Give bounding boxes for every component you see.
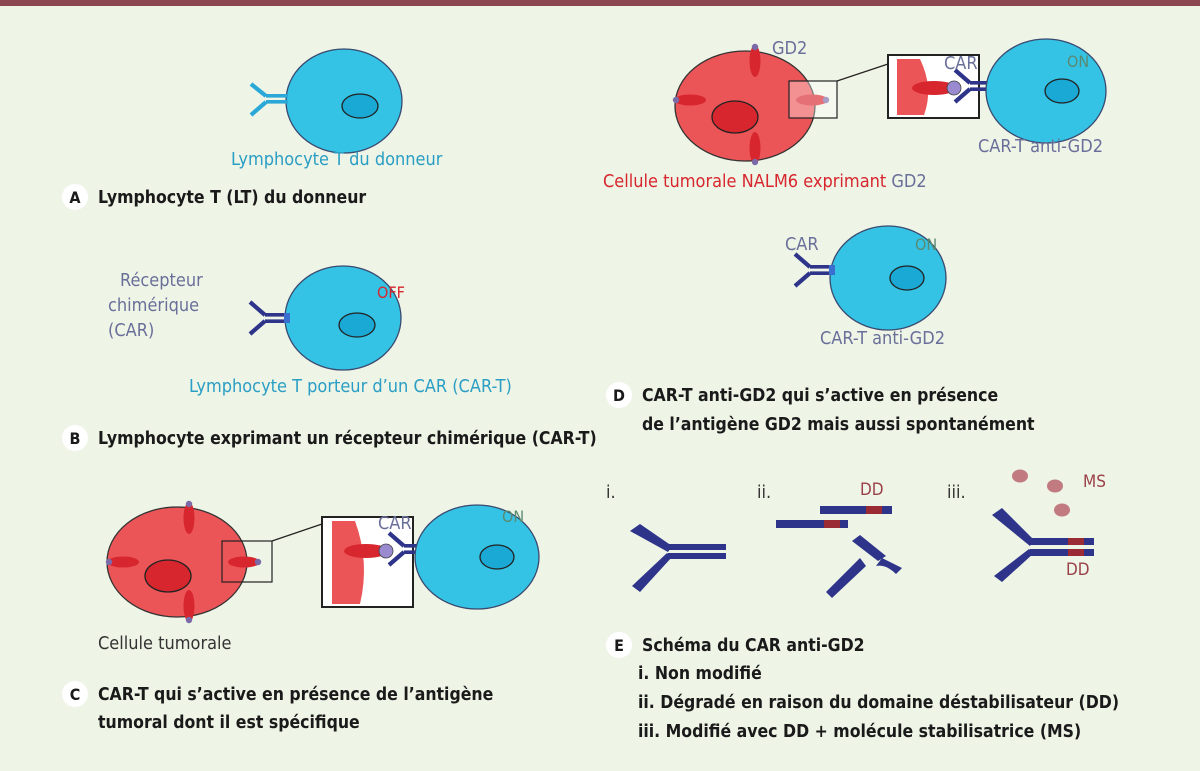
antigen-right: [228, 556, 262, 568]
panel-e-item-i: i. Non modifié: [638, 664, 762, 684]
car-t-cell-on: [414, 504, 540, 610]
svg-text:D: D: [613, 386, 625, 405]
on-state-label-d: ON: [1067, 52, 1089, 71]
svg-text:A: A: [69, 188, 81, 207]
on-state-label-d2: ON: [915, 235, 937, 254]
car-label-d2: CAR: [785, 234, 819, 255]
car-degraded-icon: [776, 506, 902, 598]
antigen-top: [183, 500, 195, 534]
panel-b: Récepteur chimérique (CAR) OFF Lymphocyt…: [62, 265, 597, 451]
panel-c-badge: C: [62, 681, 88, 707]
svg-text:E: E: [614, 636, 624, 655]
panel-e-item-ii: ii. Dégradé en raison du domaine déstabi…: [638, 693, 1119, 713]
roman-iii: iii.: [947, 482, 966, 503]
spontaneous-car-t-cell: [829, 225, 947, 331]
roman-i: i.: [606, 482, 616, 503]
tumor-cell-label: Cellule tumorale: [98, 633, 232, 654]
off-state-label: OFF: [377, 283, 405, 302]
zoom-inset: [321, 516, 429, 608]
tumor-cell: [106, 506, 248, 618]
panel-e-badge: E: [606, 632, 632, 658]
car-receptor-icon-d2: [795, 254, 835, 286]
zoom-car-label: CAR: [378, 513, 412, 534]
svg-text:C: C: [70, 685, 81, 704]
zoom-inset-d: [887, 54, 995, 119]
receptor-label-line1: Récepteur: [120, 270, 203, 291]
roman-ii: ii.: [757, 482, 771, 503]
panel-d: CAR ON CAR-T anti-GD2 D CAR-T anti-GD2 q…: [606, 225, 1035, 435]
top-accent-bar: [0, 0, 1200, 6]
receptor-label-line2: chimérique: [108, 295, 199, 316]
dd-label-bottom: DD: [1066, 560, 1090, 580]
nalm6-label: Cellule tumorale NALM6 exprimant GD2: [603, 171, 927, 192]
panel-c-caption-line2: tumoral dont il est spécifique: [98, 713, 360, 733]
panel-b-caption: Lymphocyte exprimant un récepteur chimér…: [98, 429, 597, 449]
panel-c-caption-line1: CAR-T qui s’active en présence de l’anti…: [98, 685, 493, 705]
svg-text:B: B: [70, 429, 81, 448]
car-stabilized-icon: [992, 508, 1094, 582]
panel-d-caption-line2: de l’antigène GD2 mais aussi spontanémen…: [642, 415, 1035, 435]
zoom-car-label-d: CAR: [944, 53, 978, 74]
anti-gd2-car-t-cell: [985, 38, 1107, 144]
car-t-cell-off: [284, 265, 402, 371]
zoom-connector: [271, 523, 323, 542]
ms-molecule-icon: [1012, 469, 1070, 517]
tcr-receptor-icon: [249, 82, 288, 117]
panel-a-badge: A: [62, 184, 88, 210]
panel-e-caption-title: Schéma du CAR anti-GD2: [642, 636, 865, 656]
panel-e-item-iii: iii. Modifié avec DD + molécule stabilis…: [638, 722, 1081, 742]
on-state-label: ON: [502, 507, 524, 526]
car-unmodified-icon: [630, 524, 726, 592]
gd2-top: [749, 43, 761, 77]
panel-d-interaction: GD2 CAR ON CAR-T anti-GD2 Cellule tumora…: [603, 38, 1107, 192]
antigen-bottom: [183, 590, 195, 624]
panel-d-badge: D: [606, 382, 632, 408]
car-t-cell-label: Lymphocyte T porteur d’un CAR (CAR-T): [189, 376, 512, 397]
car-receptor-icon: [250, 302, 290, 334]
zoom-connector-d: [836, 63, 889, 82]
panel-c: CAR ON Cellule tumorale C CAR-T qui s’ac…: [62, 500, 540, 733]
anti-gd2-car-t-label-d2: CAR-T anti-GD2: [820, 328, 945, 349]
zoom-source-box-d: [788, 80, 838, 119]
panel-a-caption: Lymphocyte T (LT) du donneur: [98, 188, 366, 208]
anti-gd2-car-t-label: CAR-T anti-GD2: [978, 136, 1103, 157]
receptor-label-line3: (CAR): [108, 320, 154, 341]
ms-label: MS: [1083, 472, 1106, 492]
panel-d-caption-line1: CAR-T anti-GD2 qui s’active en présence: [642, 386, 998, 406]
gd2-label: GD2: [772, 38, 807, 59]
nalm6-tumor-cell: [674, 50, 816, 162]
donor-t-cell-label: Lymphocyte T du donneur: [231, 149, 443, 170]
donor-t-cell: [285, 48, 403, 154]
zoom-source-box: [221, 540, 273, 583]
dd-label-top: DD: [860, 480, 884, 500]
panel-a: Lymphocyte T du donneur A Lymphocyte T (…: [62, 48, 443, 210]
panel-b-badge: B: [62, 425, 88, 451]
panel-e: i. ii. iii. DD: [606, 469, 1119, 742]
